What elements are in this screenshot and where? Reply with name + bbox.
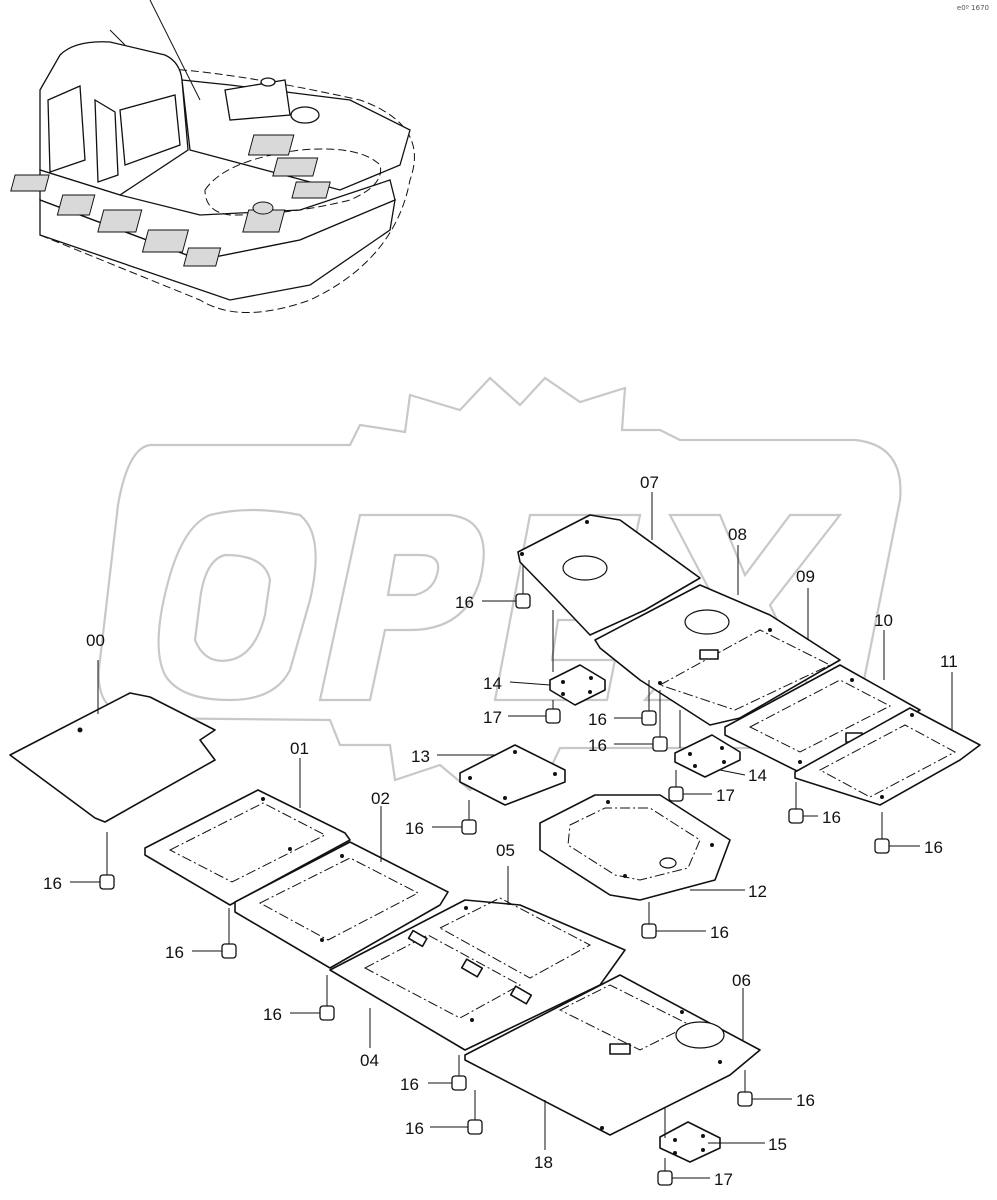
bolt-17: 17 [657,1158,733,1189]
bolt-16: 16 [263,975,335,1024]
bolt-16: 16 [405,800,477,838]
plate-12: 12 [539,794,767,901]
label-02: 02 [371,789,390,808]
svg-text:16: 16 [405,819,424,838]
bolt-16: 16 [788,782,841,827]
drawing-code: e0º 1670 [956,4,989,12]
plate-08-09: 08 09 [594,525,841,726]
label-14-lower: 14 [748,766,767,785]
bolt-16: 16 [737,1070,815,1110]
label-06: 06 [732,971,751,990]
svg-text:16: 16 [588,736,607,755]
svg-text:17: 17 [714,1170,733,1189]
bolt-16: 16 [400,1055,467,1094]
plate-07: 07 [517,473,701,636]
svg-text:16: 16 [822,808,841,827]
label-12: 12 [748,882,767,901]
plate-01: 01 [144,739,351,906]
svg-text:17: 17 [716,786,735,805]
plate-11: 11 [794,652,981,806]
bolts-17: 17 17 17 [483,700,735,1189]
label-11: 11 [940,652,958,671]
svg-text:16: 16 [405,1119,424,1138]
bolt-17: 17 [483,700,561,727]
label-15: 15 [768,1135,787,1154]
label-10: 10 [874,611,893,630]
svg-text:16: 16 [796,1091,815,1110]
label-13: 13 [411,747,430,766]
svg-text:16: 16 [924,838,943,857]
label-01: 01 [290,739,309,758]
label-00: 00 [86,631,105,650]
label-07: 07 [640,473,659,492]
label-05: 05 [496,841,515,860]
bolts-16: 16 16 16 16 16 16 16 16 16 16 16 16 16 [43,565,943,1138]
plate-06-18: 06 18 [464,971,761,1172]
svg-text:16: 16 [43,874,62,893]
svg-text:16: 16 [588,710,607,729]
label-09: 09 [796,567,815,586]
svg-text:16: 16 [710,923,729,942]
bolt-16: 16 [588,690,668,755]
bolt-16: 16 [588,680,657,729]
bolt-16: 16 [43,832,115,893]
svg-text:16: 16 [400,1075,419,1094]
plate-04-05: 05 04 [329,841,626,1070]
label-14-upper: 14 [483,674,502,693]
plate-02: 02 [234,789,449,969]
cover-14-lower: 14 [674,710,767,785]
cover-14-upper: 14 [483,610,606,706]
svg-text:16: 16 [263,1005,282,1024]
cover-15: 15 [659,1108,787,1163]
svg-text:17: 17 [483,708,502,727]
bolt-16: 16 [874,812,943,857]
bolt-16: 16 [165,908,237,962]
svg-text:16: 16 [455,593,474,612]
svg-text:16: 16 [165,943,184,962]
label-18: 18 [534,1153,553,1172]
plate-13: 13 [411,744,566,806]
bolt-17: 17 [668,770,735,805]
label-04: 04 [360,1051,379,1070]
plate-00: 00 [9,631,216,823]
bolt-16: 16 [641,902,729,942]
bolt-16: 16 [455,565,531,612]
bolt-16: 16 [405,1090,483,1138]
excavator-overview-sketch [10,0,415,313]
label-08: 08 [728,525,747,544]
